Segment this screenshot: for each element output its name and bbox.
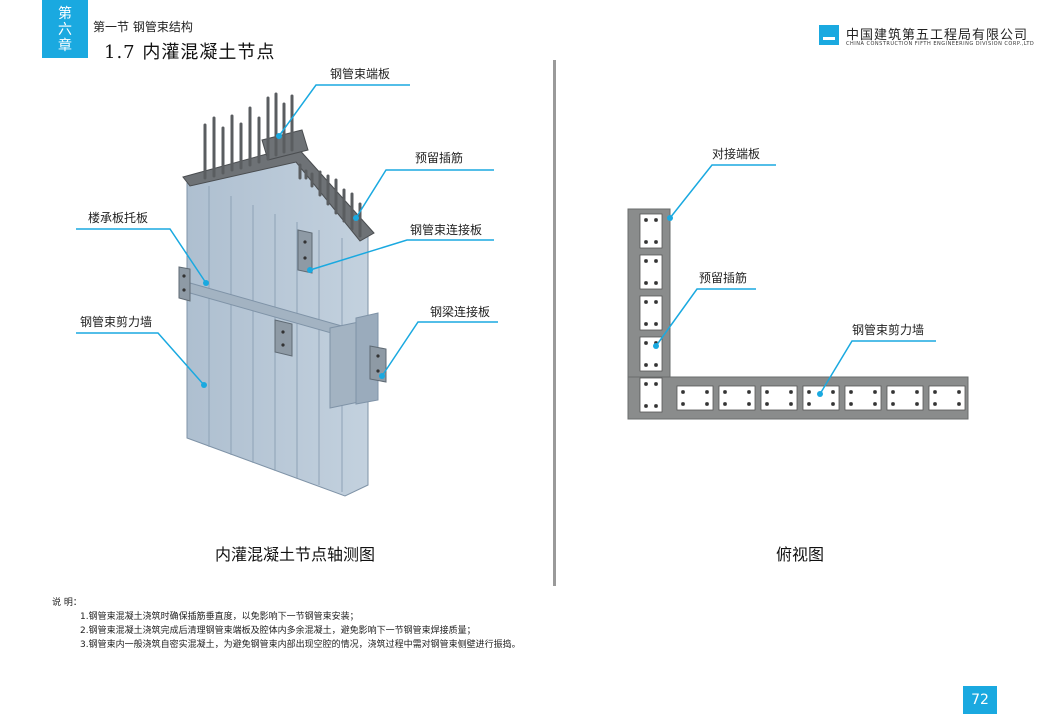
tube-cell [639,213,663,249]
label-shear-wall: 钢管束剪力墙 [80,314,152,329]
vertical-divider [553,60,556,586]
tube-cell [676,385,714,411]
note-item: 2.钢管束混凝土浇筑完成后清理钢管束端板及腔体内多余混凝土，避免影响下一节钢管束… [80,626,476,636]
rebar-dot [705,389,710,394]
rebar-dot [765,401,770,406]
rebar-dot [807,389,812,394]
rebar-dot [915,401,920,406]
rebar-dot [644,239,649,244]
rebar-dot [644,403,649,408]
rebar-dot [957,401,962,406]
rebar-dot [747,401,752,406]
rebar-dot [765,389,770,394]
rebar-dot [681,389,686,394]
tube-cell [639,377,663,413]
tube-cell [760,385,798,411]
isometric-drawing [178,92,387,497]
plan-drawing [627,208,969,420]
label-reserved-bars: 预留插筋 [415,150,463,165]
chapter-char: 第 [58,6,72,22]
right-figure-caption: 俯视图 [776,545,825,564]
rebar-dot [747,389,752,394]
rebar-dot [933,401,938,406]
rebar-dot [654,381,659,386]
rebar-dot [644,258,649,263]
notes: 说 明： 1.钢管束混凝土浇筑时确保插筋垂直度，以免影响下一节钢管束安装； 2.… [52,596,521,652]
rebar-dot [654,362,659,367]
label-plan-shear-wall: 钢管束剪力墙 [852,322,924,337]
rebar-dot [891,389,896,394]
label-end-plate: 钢管束端板 [330,66,390,81]
company-name-cn: 中国建筑第五工程局有限公司 [846,28,1029,43]
subsection-title: 1.7 内灌混凝土节点 [104,42,276,63]
company-logo-icon [819,25,839,45]
rebar-dot [644,340,649,345]
rebar-dot [644,217,649,222]
rebar-dot [873,401,878,406]
rebar-dot [849,389,854,394]
company-name-en: CHINA CONSTRUCTION FIFTH ENGINEERING DIV… [846,41,1035,47]
rebar-dot [644,321,649,326]
section-label: 第一节 钢管束结构 [93,20,193,34]
label-butt-plate: 对接端板 [712,146,760,161]
tube-cell [844,385,882,411]
rebar-dot [807,401,812,406]
tube-cell [886,385,924,411]
rebar-dot [933,389,938,394]
tube-cell [928,385,966,411]
rebar-dot [654,258,659,263]
tube-cell [639,295,663,331]
rebar-dot [644,280,649,285]
rebar-dot [831,401,836,406]
note-item: 1.钢管束混凝土浇筑时确保插筋垂直度，以免影响下一节钢管束安装； [80,612,359,622]
chapter-char: 章 [58,38,72,54]
rebar-dot [705,401,710,406]
rebar-dot [654,299,659,304]
rebar-dot [891,401,896,406]
rebar-dot [831,389,836,394]
rebar-dot [654,280,659,285]
tube-cell [639,254,663,290]
rebar-dot [644,362,649,367]
rebar-dot [957,389,962,394]
rebar-dot [849,401,854,406]
rebar-dot [644,381,649,386]
rebar-dot [723,401,728,406]
note-item: 3.钢管束内一般浇筑自密实混凝土，为避免钢管束内部出现空腔的情况，浇筑过程中需对… [80,640,521,650]
label-beam-plate: 钢梁连接板 [430,304,490,319]
rebar-dot [915,389,920,394]
tube-cell [718,385,756,411]
chapter-char: 六 [58,22,72,38]
rebar-dot [681,401,686,406]
rebar-dot [873,389,878,394]
notes-title: 说 明： [52,598,82,608]
rebar-dot [654,239,659,244]
rebar-dot [789,389,794,394]
rebar-dot [654,403,659,408]
rebar-dot [723,389,728,394]
left-figure-caption: 内灌混凝土节点轴测图 [215,545,376,564]
rebar-dot [789,401,794,406]
rebar-dot [654,321,659,326]
label-floor-bracket: 楼承板托板 [88,210,148,225]
page-number: 72 [963,686,997,714]
tube-cell [802,385,840,411]
rebar-dot [654,217,659,222]
label-connect-plate: 钢管束连接板 [410,222,482,237]
chapter-tab: 第 六 章 [42,0,88,58]
rebar-dot [644,299,649,304]
label-plan-reserved-bars: 预留插筋 [699,270,747,285]
